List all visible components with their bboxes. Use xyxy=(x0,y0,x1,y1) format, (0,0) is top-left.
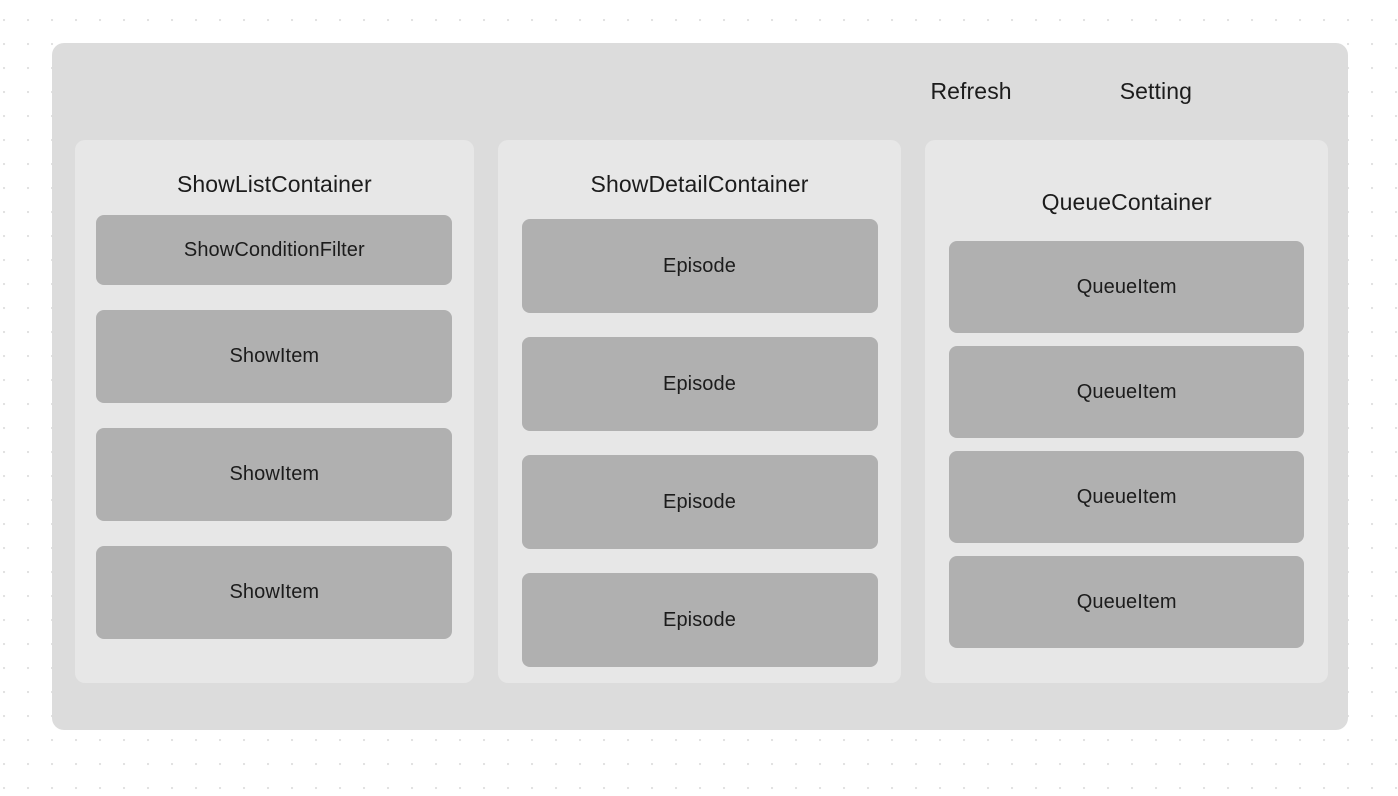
app-frame: Refresh Setting ShowListContainer ShowCo… xyxy=(52,43,1348,730)
queue-container-title: QueueContainer xyxy=(1041,189,1212,215)
queue-item[interactable]: QueueItem xyxy=(949,346,1305,438)
queue-item[interactable]: QueueItem xyxy=(949,451,1305,543)
show-detail-container-body: Episode Episode Episode Episode xyxy=(498,219,902,667)
episode-item[interactable]: Episode xyxy=(521,455,878,549)
columns-row: ShowListContainer ShowConditionFilter Sh… xyxy=(75,140,1329,683)
show-list-container-title: ShowListContainer xyxy=(176,171,372,197)
show-detail-container-title: ShowDetailContainer xyxy=(590,171,809,197)
queue-container: QueueContainer QueueItem QueueItem Queue… xyxy=(925,140,1329,683)
show-item[interactable]: ShowItem xyxy=(96,428,453,521)
refresh-button[interactable]: Refresh xyxy=(928,76,1013,107)
queue-item[interactable]: QueueItem xyxy=(949,241,1305,333)
setting-button[interactable]: Setting xyxy=(1118,76,1194,107)
episode-item[interactable]: Episode xyxy=(521,573,878,667)
episode-item[interactable]: Episode xyxy=(521,337,878,431)
episode-item[interactable]: Episode xyxy=(521,219,878,313)
queue-container-body: QueueItem QueueItem QueueItem QueueItem xyxy=(925,241,1328,648)
show-item[interactable]: ShowItem xyxy=(96,310,453,403)
show-detail-container: ShowDetailContainer Episode Episode Epis… xyxy=(497,140,902,683)
queue-item[interactable]: QueueItem xyxy=(949,556,1305,648)
show-condition-filter[interactable]: ShowConditionFilter xyxy=(96,215,453,285)
show-list-container: ShowListContainer ShowConditionFilter Sh… xyxy=(75,140,474,683)
show-item[interactable]: ShowItem xyxy=(96,546,453,639)
show-list-container-body: ShowConditionFilter ShowItem ShowItem Sh… xyxy=(75,215,474,639)
toolbar: Refresh Setting xyxy=(52,43,1348,140)
